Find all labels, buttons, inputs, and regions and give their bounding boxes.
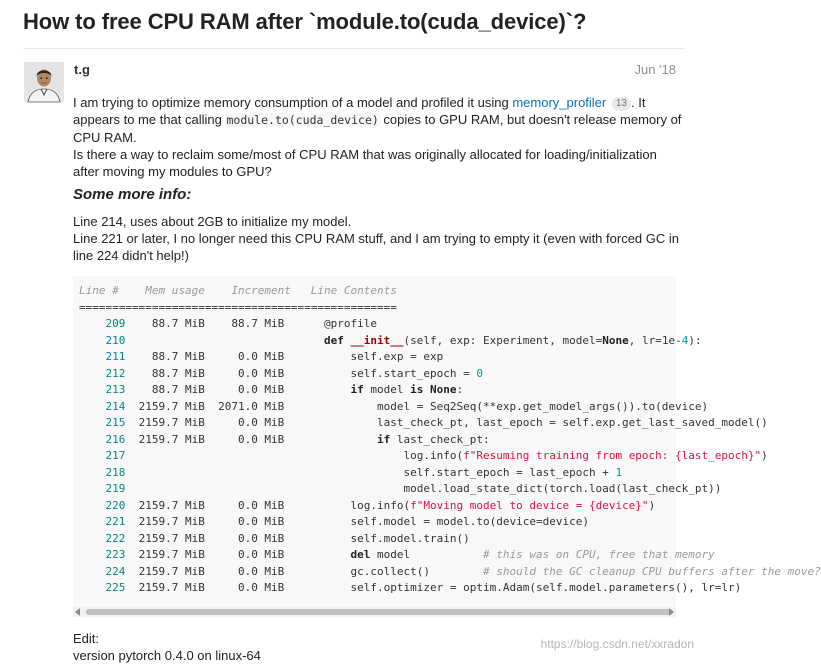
post-body: I am trying to optimize memory consumpti… xyxy=(73,94,685,180)
memory-profiler-link[interactable]: memory_profiler xyxy=(512,95,607,110)
profile-row: 216 2159.7 MiB 0.0 MiB if last_check_pt: xyxy=(79,432,490,446)
profile-line-number: 213 xyxy=(79,383,126,396)
profile-line-number: 210 xyxy=(79,333,126,347)
inline-code-module-to: module.to(cuda_device) xyxy=(225,113,380,127)
profile-line-number: 209 xyxy=(79,317,126,330)
profile-row: 219 model.load_state_dict(torch.load(las… xyxy=(79,482,722,495)
profile-row: 211 88.7 MiB 0.0 MiB self.exp = exp xyxy=(79,350,444,363)
profile-row: 214 2159.7 MiB 2071.0 MiB model = Seq2Se… xyxy=(79,399,709,413)
profile-line-number: 215 xyxy=(79,416,126,429)
post-author[interactable]: t.g xyxy=(74,62,90,77)
intro-text-1: I am trying to optimize memory consumpti… xyxy=(73,95,513,110)
info-paragraph: Line 214, uses about 2GB to initialize m… xyxy=(73,213,685,264)
profile-code-block[interactable]: Line # Mem usage Increment Line Contents… xyxy=(73,276,821,617)
title-divider xyxy=(23,48,685,49)
profile-row: 209 88.7 MiB 88.7 MiB @profile xyxy=(79,317,378,330)
profile-row: 221 2159.7 MiB 0.0 MiB self.model = mode… xyxy=(79,515,589,528)
profile-line-number: 211 xyxy=(79,350,126,363)
profile-rule: ========================================… xyxy=(79,300,397,314)
link-click-count-badge: 13 xyxy=(611,97,631,111)
scroll-right-icon[interactable] xyxy=(669,608,674,616)
profile-line-number: 214 xyxy=(79,399,126,413)
profile-row: 223 2159.7 MiB 0.0 MiB del model # this … xyxy=(79,548,715,561)
post-intro: I am trying to optimize memory consumpti… xyxy=(73,94,685,146)
profile-row: 210 def __init__(self, exp: Experiment, … xyxy=(79,333,702,347)
profile-line-number: 212 xyxy=(79,366,126,380)
profile-line-number: 218 xyxy=(79,465,126,479)
profile-line-number: 220 xyxy=(79,498,126,512)
profile-line-number: 224 xyxy=(79,564,126,578)
section-heading-text: Some more info xyxy=(73,186,187,203)
edit-note: Edit: version pytorch 0.4.0 on linux-64 xyxy=(73,630,473,664)
scrollbar-thumb[interactable] xyxy=(86,609,671,615)
topic-title[interactable]: How to free CPU RAM after `module.to(cud… xyxy=(23,9,587,34)
profile-line-number: 216 xyxy=(79,432,126,446)
avatar[interactable] xyxy=(24,62,64,103)
info-line-221: Line 221 or later, I no longer need this… xyxy=(73,231,679,263)
profile-line-number: 225 xyxy=(79,581,126,594)
profile-line-number: 222 xyxy=(79,531,126,545)
post-question: Is there a way to reclaim some/most of C… xyxy=(73,147,657,179)
profile-row: 218 self.start_epoch = last_epoch + 1 xyxy=(79,465,623,479)
profile-row: 217 log.info(f"Resuming training from ep… xyxy=(79,449,768,462)
profile-row: 220 2159.7 MiB 0.0 MiB log.info(f"Moving… xyxy=(79,498,656,512)
profile-row: 215 2159.7 MiB 0.0 MiB last_check_pt, la… xyxy=(79,416,768,429)
profile-header: Line # Mem usage Increment Line Contents xyxy=(79,284,397,297)
edit-version: version pytorch 0.4.0 on linux-64 xyxy=(73,648,261,663)
profile-line-number: 219 xyxy=(79,482,126,495)
profile-row: 224 2159.7 MiB 0.0 MiB gc.collect() # sh… xyxy=(79,564,821,578)
profile-row: 213 88.7 MiB 0.0 MiB if model is None: xyxy=(79,383,464,396)
intro-text-3: copies to GPU RAM, but doesn't release m… xyxy=(73,112,682,145)
intro-text-2: . It appears to me that calling xyxy=(73,95,646,127)
info-line-214: Line 214, uses about 2GB to initialize m… xyxy=(73,214,352,229)
scroll-left-icon[interactable] xyxy=(75,608,80,616)
post-date[interactable]: Jun '18 xyxy=(634,62,676,77)
avatar-icon xyxy=(24,62,64,103)
profile-row: 222 2159.7 MiB 0.0 MiB self.model.train(… xyxy=(79,531,470,545)
profile-output: Line # Mem usage Increment Line Contents… xyxy=(73,276,821,597)
profile-line-number: 221 xyxy=(79,515,126,528)
profile-row: 225 2159.7 MiB 0.0 MiB self.optimizer = … xyxy=(79,581,742,594)
section-heading: Some more info: xyxy=(73,186,191,203)
profile-row: 212 88.7 MiB 0.0 MiB self.start_epoch = … xyxy=(79,366,483,380)
profile-line-number: 217 xyxy=(79,449,126,462)
section-heading-colon: : xyxy=(186,186,192,203)
profile-line-number: 223 xyxy=(79,548,126,561)
watermark: https://blog.csdn.net/xxradon xyxy=(540,637,694,651)
horizontal-scrollbar[interactable] xyxy=(73,607,676,617)
edit-label: Edit: xyxy=(73,631,100,646)
